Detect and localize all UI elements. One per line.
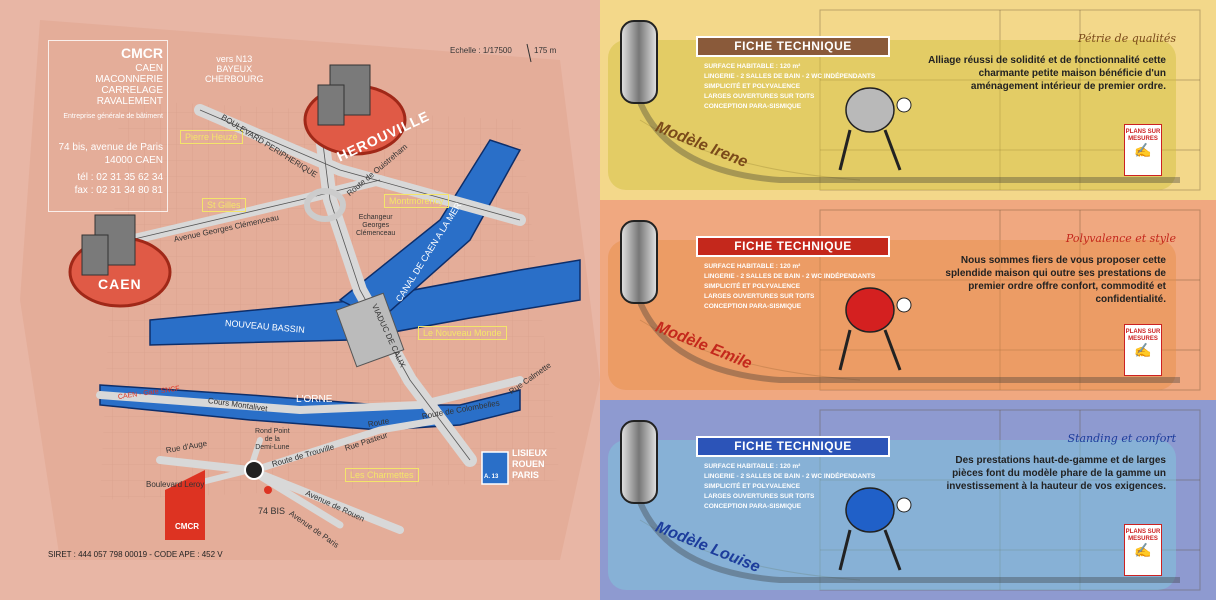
blueprint-sketch <box>608 409 1201 591</box>
spec-item: LARGES OUVERTURES SUR TOITS <box>704 493 815 500</box>
plans-sur-mesures-badge: PLANS SUR MESURES ✍ <box>1124 124 1162 176</box>
company-description: Entreprise générale de bâtiment <box>63 113 163 120</box>
model-tagline: Pétrie de qualités <box>1078 32 1176 45</box>
company-service: RAVALEMENT <box>96 96 163 107</box>
district-label: Montmorency <box>384 194 449 208</box>
company-fax: fax : 02 31 34 80 81 <box>74 185 163 196</box>
cement-mixer-icon <box>838 287 912 371</box>
specs-list: SURFACE HABITABLE : 120 m² LINGERIE - 2 S… <box>704 462 875 512</box>
orne-label: L'ORNE <box>296 394 333 405</box>
district-label: Le Nouveau Monde <box>418 326 507 340</box>
company-city: 14000 CAEN <box>104 155 163 166</box>
spec-item: LINGERIE - 2 SALLES DE BAIN - 2 WC INDÉP… <box>704 273 876 280</box>
company-phone: tél : 02 31 35 62 34 <box>77 172 163 183</box>
company-logo: CMCR <box>172 522 202 531</box>
district-label: Les Charmettes <box>345 468 419 482</box>
direction-label: vers N13 BAYEUX CHERBOURG <box>205 54 264 84</box>
model-description: Des prestations haut-de-gamme et de larg… <box>946 455 1166 492</box>
company-service: CAEN <box>135 63 163 74</box>
road-label: Boulevard Leroy <box>146 480 205 489</box>
plans-sur-mesures-badge: PLANS SUR MESURES ✍ <box>1124 324 1162 376</box>
spec-item: SIMPLICITÉ ET POLYVALENCE <box>704 283 801 290</box>
district-label: Pierre Heuzé <box>180 130 243 144</box>
spec-item: CONCEPTION PARA-SISMIQUE <box>704 503 802 510</box>
specs-list: SURFACE HABITABLE : 120 m² LINGERIE - 2 S… <box>704 262 875 312</box>
map-panel: CMCR CAEN MACONNERIE CARRELAGE RAVALEMEN… <box>0 0 600 600</box>
spec-item: CONCEPTION PARA-SISMIQUE <box>704 103 802 110</box>
a13-badge: A. 13 <box>484 474 499 480</box>
spec-item: CONCEPTION PARA-SISMIQUE <box>704 303 802 310</box>
spec-item: SIMPLICITÉ ET POLYVALENCE <box>704 83 801 90</box>
model-thumbnail <box>620 20 658 104</box>
rond-point-label: Rond Point de la Demi-Lune <box>255 428 290 451</box>
model-description: Alliage réussi de solidité et de fonctio… <box>928 55 1166 92</box>
legal-footer: SIRET : 444 057 798 00019 - CODE APE : 4… <box>48 550 223 559</box>
company-service: CARRELAGE <box>101 85 163 96</box>
spec-item: LARGES OUVERTURES SUR TOITS <box>704 93 815 100</box>
company-card: CMCR CAEN MACONNERIE CARRELAGE RAVALEMEN… <box>48 40 168 212</box>
handshake-icon: ✍ <box>1134 342 1152 358</box>
model-panel: FICHE TECHNIQUE SURFACE HABITABLE : 120 … <box>600 400 1216 600</box>
model-description: Nous sommes fiers de vous proposer cette… <box>945 255 1166 305</box>
map-scale: Echelle : 1/17500 <box>450 46 512 55</box>
spec-item: LINGERIE - 2 SALLES DE BAIN - 2 WC INDÉP… <box>704 473 876 480</box>
city-label-caen: CAEN <box>98 276 142 292</box>
company-name: CMCR <box>121 45 163 61</box>
spec-item: LARGES OUVERTURES SUR TOITS <box>704 293 815 300</box>
model-tagline: Standing et confort <box>1067 432 1176 445</box>
company-address: 74 bis, avenue de Paris <box>58 142 163 153</box>
cement-mixer-icon <box>838 87 912 171</box>
spec-item: SIMPLICITÉ ET POLYVALENCE <box>704 483 801 490</box>
cement-mixer-icon <box>838 487 912 571</box>
echangeur-label: Echangeur Georges Clémenceau <box>356 214 396 237</box>
a13-destinations: LISIEUX ROUEN PARIS <box>512 448 548 480</box>
district-label: St Gilles <box>202 198 246 212</box>
model-panel: FICHE TECHNIQUE SURFACE HABITABLE : 120 … <box>600 200 1216 400</box>
map-graphic <box>0 0 600 600</box>
spec-item: SURFACE HABITABLE : 120 m² <box>704 63 801 70</box>
spec-item: SURFACE HABITABLE : 120 m² <box>704 263 801 270</box>
model-panel: FICHE TECHNIQUE SURFACE HABITABLE : 120 … <box>600 0 1216 200</box>
models-panel: FICHE TECHNIQUE SURFACE HABITABLE : 120 … <box>600 0 1216 600</box>
fiche-technique-title: FICHE TECHNIQUE <box>696 36 890 57</box>
map-scale-distance: 175 m <box>534 46 557 55</box>
model-thumbnail <box>620 420 658 504</box>
fiche-technique-title: FICHE TECHNIQUE <box>696 436 890 457</box>
handshake-icon: ✍ <box>1134 142 1152 158</box>
address-pin-label: 74 BIS <box>258 506 286 516</box>
model-tagline: Polyvalence et style <box>1065 232 1176 245</box>
company-service: MACONNERIE <box>95 74 163 85</box>
fiche-technique-title: FICHE TECHNIQUE <box>696 236 890 257</box>
model-thumbnail <box>620 220 658 304</box>
plans-sur-mesures-badge: PLANS SUR MESURES ✍ <box>1124 524 1162 576</box>
spec-item: SURFACE HABITABLE : 120 m² <box>704 463 801 470</box>
handshake-icon: ✍ <box>1134 542 1152 558</box>
specs-list: SURFACE HABITABLE : 120 m² LINGERIE - 2 S… <box>704 62 875 112</box>
spec-item: LINGERIE - 2 SALLES DE BAIN - 2 WC INDÉP… <box>704 73 876 80</box>
